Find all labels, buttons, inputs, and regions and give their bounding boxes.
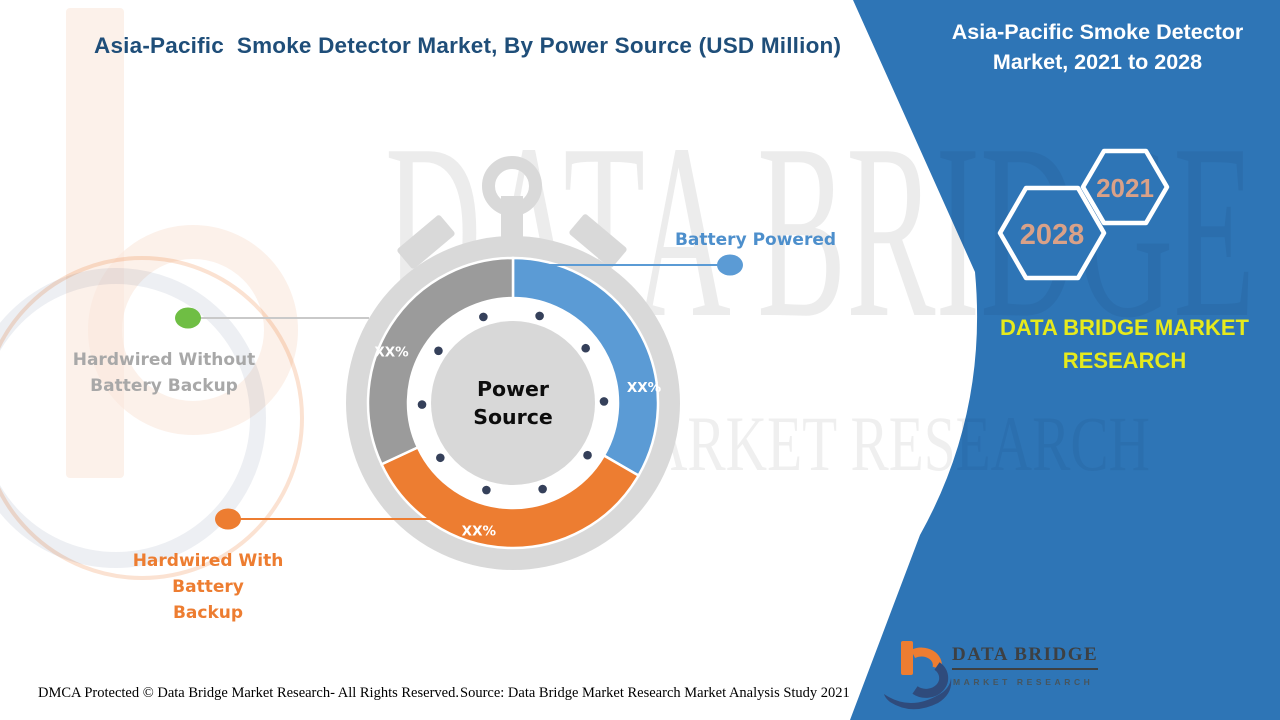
stopwatch-right-button: [569, 214, 627, 268]
stopwatch-stem: [501, 196, 523, 244]
side-panel-title: Asia-Pacific Smoke Detector Market, 2021…: [945, 17, 1250, 77]
brand-wordmark-line2: RESEARCH: [1062, 348, 1187, 373]
callout-label-line: Hardwired Without: [72, 350, 256, 370]
side-panel-shape: [850, 0, 1280, 720]
clock-tick-dot: [535, 311, 544, 321]
side-panel-title-line1: Asia-Pacific Smoke Detector: [951, 20, 1244, 44]
callout-label-hardwired-without: Hardwired Without Battery Backup: [69, 347, 259, 399]
segment-value-labels: XX% XX% XX%: [374, 344, 661, 539]
page-title: Asia-Pacific Smoke Detector Market, By P…: [94, 33, 842, 58]
data-bridge-logo-mark: [884, 641, 952, 710]
hexagon-badges: 2028 2021: [997, 148, 1170, 281]
logo-b-bowl-navy: [912, 662, 949, 698]
clock-tick-dot: [599, 397, 609, 406]
callout-dot-hardwired-without: [175, 307, 201, 329]
logo-swoosh: [884, 678, 952, 710]
clock-tick-dot: [417, 400, 427, 409]
logo-b-stem: [901, 641, 913, 675]
clock-tick-dot: [436, 453, 445, 463]
logo-company-name: DATA BRIDGE: [952, 644, 1099, 670]
logo-b-bowl-orange: [910, 647, 942, 670]
callout-dot-hardwired-with: [215, 508, 241, 530]
hexagon-2021: [1080, 148, 1170, 226]
callout-dot-battery-powered: [717, 254, 743, 276]
callout-label-line: Battery Backup: [90, 376, 238, 396]
donut-center-label-line: Power: [477, 377, 550, 401]
segment-value-label: XX%: [374, 344, 409, 360]
footer-dmca-notice: DMCA Protected © Data Bridge Market Rese…: [38, 685, 459, 701]
hexagon-2021-label: 2021: [1096, 173, 1154, 203]
callout-label-line: Battery Powered: [674, 230, 837, 250]
clock-tick-dot: [583, 450, 592, 460]
clock-tick-dots: [417, 311, 609, 495]
brand-wordmark-line1: DATA BRIDGE MARKET: [1000, 315, 1249, 340]
callout-label-battery-powered: Battery Powered: [668, 227, 843, 253]
clock-tick-dot: [434, 346, 443, 356]
segment-value-label: XX%: [627, 380, 662, 396]
brand-wordmark: DATA BRIDGE MARKET RESEARCH: [972, 311, 1277, 377]
hexagon-2028-label: 2028: [1020, 219, 1085, 251]
hexagon-2028: [997, 185, 1107, 281]
callout-connectors: [175, 254, 743, 530]
clock-tick-dot: [479, 312, 488, 322]
side-panel-title-line2: Market, 2021 to 2028: [992, 50, 1203, 74]
clock-tick-dot: [581, 343, 590, 353]
segment-value-label: XX%: [462, 524, 497, 540]
donut-center-label-line: Source: [473, 405, 553, 429]
clock-tick-dot: [482, 485, 491, 495]
clock-tick-dot: [538, 484, 547, 494]
logo-company-subtitle: MARKET RESEARCH: [953, 677, 1094, 687]
callout-label-line: Backup: [172, 603, 244, 623]
stopwatch-left-button: [397, 215, 455, 269]
callout-label-hardwired-with: Hardwired With Battery Backup: [98, 548, 318, 626]
footer-source-note: Source: Data Bridge Market Research Mark…: [460, 685, 850, 701]
callout-label-line: Hardwired With Battery: [132, 551, 284, 597]
donut-center-disc: [431, 321, 595, 485]
